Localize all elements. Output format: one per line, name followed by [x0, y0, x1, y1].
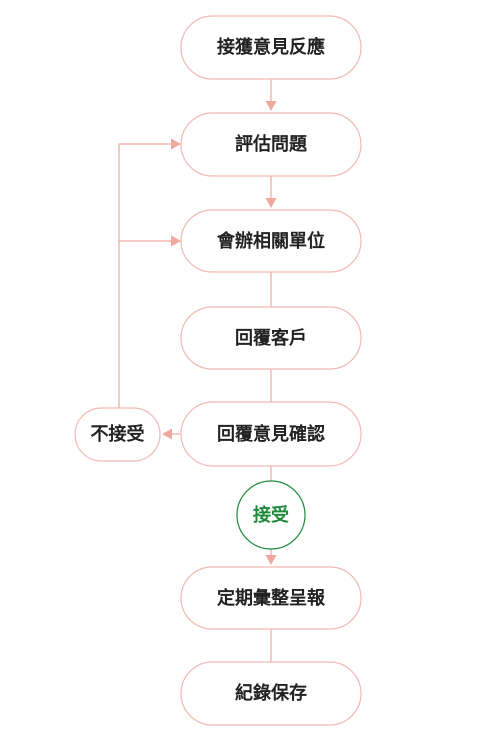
- node-receive-feedback: 接獲意見反應: [180, 15, 362, 80]
- node-reply-customer: 回覆客戶: [180, 306, 362, 370]
- node-label-periodic-report: 定期彙整呈報: [217, 587, 326, 609]
- node-periodic-report: 定期彙整呈報: [180, 566, 362, 630]
- node-assess-issue: 評估問題: [180, 112, 362, 177]
- node-label-reply-customer: 回覆客戶: [235, 327, 307, 349]
- node-label-assess-issue: 評估問題: [235, 133, 308, 155]
- node-label-record-archive: 紀錄保存: [235, 682, 307, 704]
- node-label-confirm-feedback: 回覆意見確認: [217, 423, 325, 445]
- arrowhead-assess-icon: [265, 101, 277, 111]
- node-label-coordinate-units: 會辦相關單位: [217, 230, 325, 252]
- node-label-receive-feedback: 接獲意見反應: [217, 36, 325, 58]
- node-coordinate-units: 會辦相關單位: [180, 209, 362, 273]
- arrowhead-report-icon: [265, 555, 277, 565]
- arrowhead-not-accepted-icon: [162, 428, 172, 440]
- edge-not-accepted-loop: [118, 143, 172, 408]
- node-not-accepted: 不接受: [74, 407, 161, 462]
- arrowhead-loop-assess-icon: [171, 138, 181, 150]
- arrowhead-loop-coordinate-icon: [171, 235, 181, 247]
- node-label-accepted: 接受: [253, 504, 289, 526]
- node-accepted: 接受: [236, 480, 306, 550]
- node-confirm-feedback: 回覆意見確認: [180, 401, 362, 467]
- node-label-not-accepted: 不接受: [91, 423, 145, 445]
- node-record-archive: 紀錄保存: [180, 661, 362, 726]
- arrowhead-coordinate-icon: [265, 198, 277, 208]
